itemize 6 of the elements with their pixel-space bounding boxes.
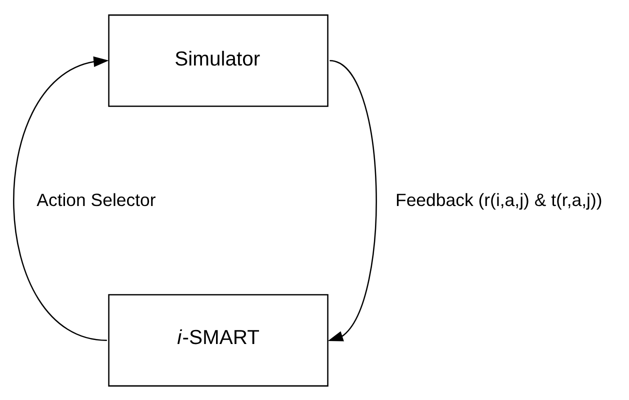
edge-label: Feedback (r(i,a,j) & t(r,a,j)) — [396, 189, 602, 210]
edge-label: Action Selector — [36, 189, 156, 210]
node-box: Simulator — [108, 14, 328, 106]
node-box: i-SMART — [108, 294, 328, 386]
arrow — [328, 60, 377, 341]
arrow — [13, 56, 109, 340]
